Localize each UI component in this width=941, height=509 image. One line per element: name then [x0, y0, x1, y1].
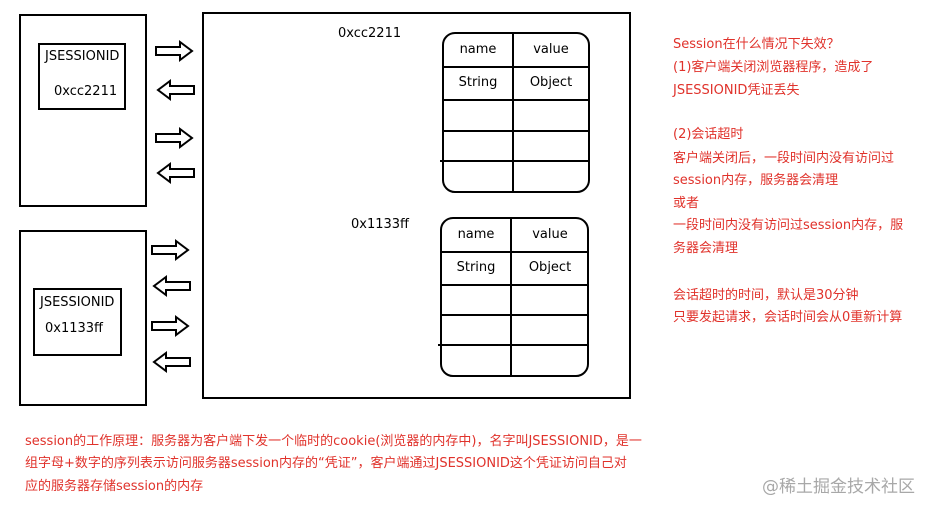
request-arrow-icon — [155, 127, 194, 149]
client-a-cookie — [38, 43, 126, 110]
note-line: (2)会话超时 — [673, 127, 744, 142]
response-arrow-icon — [152, 351, 191, 373]
session-b-table — [438, 217, 589, 377]
note-line: (1)客户端关闭浏览器程序，造成了 — [673, 60, 874, 75]
session-a-table — [440, 32, 590, 193]
client-a-cookie-label: JSESSIONID — [45, 49, 120, 64]
session-b-header-name: name — [457, 227, 495, 242]
note-question: Session在什么情况下失效？ — [673, 37, 840, 52]
response-arrow-icon — [156, 79, 195, 101]
session-b-header-value: value — [532, 227, 568, 242]
principle-line: 应的服务器存储session的内存 — [25, 479, 204, 494]
response-arrow-icon — [152, 275, 191, 297]
note-line: 会话超时的时间，默认是30分钟 — [673, 288, 859, 303]
note-line: 或者 — [673, 196, 700, 211]
session-a-cell-value: Object — [529, 75, 573, 90]
session-b-cell-value: Object — [528, 260, 572, 275]
note-line: session内存，服务器会清理 — [673, 173, 839, 188]
request-arrow-icon — [151, 239, 190, 261]
session-a-header-name: name — [459, 42, 497, 57]
client-a-cookie-id: 0xcc2211 — [54, 84, 118, 99]
note-line: 只要发起请求，会话时间会从0重新计算 — [673, 310, 903, 325]
client-b-cookie-id: 0x1133ff — [45, 321, 104, 336]
request-arrow-icon — [155, 40, 194, 62]
principle-line: 组字母+数字的序列表示访问服务器session内存的“凭证”，客户端通过JSES… — [25, 456, 627, 471]
watermark: @稀土掘金技术社区 — [762, 477, 915, 497]
note-line: JSESSIONID凭证丢失 — [673, 83, 800, 98]
session-b-address: 0x1133ff — [351, 217, 410, 232]
session-a-cell-name: String — [458, 75, 498, 90]
client-b-cookie — [33, 288, 122, 356]
principle-line: session的工作原理：服务器为客户端下发一个临时的cookie(浏览器的内存… — [25, 434, 642, 449]
session-a-address: 0xcc2211 — [338, 26, 402, 41]
note-line: 客户端关闭后，一段时间内没有访问过 — [673, 151, 895, 166]
response-arrow-icon — [156, 162, 195, 184]
session-b-cell-name: String — [456, 260, 496, 275]
request-arrow-icon — [151, 315, 190, 337]
client-b-cookie-label: JSESSIONID — [40, 295, 115, 310]
note-line: 务器会清理 — [673, 241, 739, 256]
session-a-header-value: value — [533, 42, 569, 57]
note-line: 一段时间内没有访问过session内存，服 — [673, 218, 904, 233]
